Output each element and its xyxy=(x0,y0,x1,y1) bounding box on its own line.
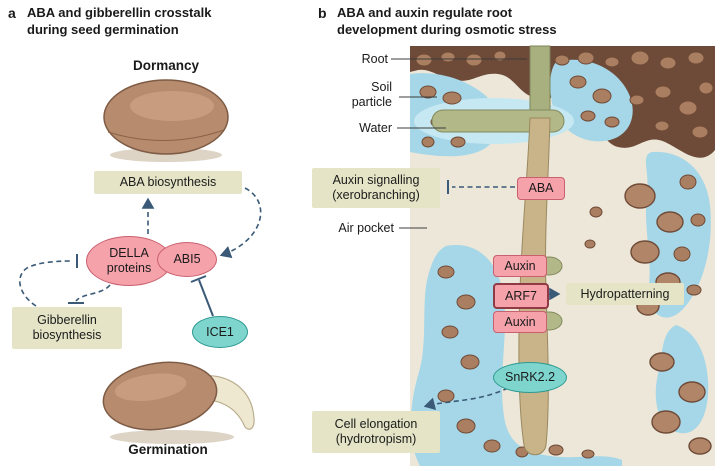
arrow-aba-to-abi5 xyxy=(219,187,262,259)
auxin-bottom-node: Auxin xyxy=(493,311,547,333)
germinating-seed xyxy=(102,361,255,444)
root-label: Root xyxy=(361,52,388,66)
aba-node: ABA xyxy=(517,177,565,200)
soil-particles xyxy=(415,50,714,459)
auxin-signalling-box: Auxin signalling (xerobranching) xyxy=(312,168,440,208)
air-pocket-label: Air pocket xyxy=(338,221,394,235)
gibberellin-biosynthesis-box: Gibberellin biosynthesis xyxy=(12,307,122,349)
dormancy-label: Dormancy xyxy=(132,58,200,73)
aba-biosynthesis-box: ABA biosynthesis xyxy=(94,171,242,194)
panel-b-arrows xyxy=(423,180,561,411)
pointer-lines xyxy=(391,58,527,229)
hydropatterning-box: Hydropatterning xyxy=(566,283,684,305)
inhibit-della-to-ga xyxy=(75,284,111,302)
inhibit-ga-to-della xyxy=(19,260,73,307)
large-soil-particles xyxy=(624,183,712,455)
panel-a-arrows xyxy=(19,187,262,317)
inhibit-ice1-to-abi5 xyxy=(198,279,214,317)
soil-particle-label: Soil particle xyxy=(351,80,392,109)
ice1-node: ICE1 xyxy=(192,316,248,348)
cell-elongation-box: Cell elongation (hydrotropism) xyxy=(312,411,440,453)
abi5-node: ABI5 xyxy=(157,242,217,277)
arf7-node: ARF7 xyxy=(493,283,549,309)
arrow-snrk-to-cell-elongation xyxy=(423,387,509,411)
dormant-seed xyxy=(103,79,229,162)
panel-b-title: ABA and auxin regulate root development … xyxy=(337,5,557,37)
panel-b-letter: b xyxy=(318,5,327,21)
water-label: Water xyxy=(359,121,392,135)
auxin-top-node: Auxin xyxy=(493,255,547,277)
germination-label: Germination xyxy=(128,442,208,457)
panel-a-title: ABA and gibberellin crosstalk during see… xyxy=(27,5,212,37)
panel-a-letter: a xyxy=(8,5,16,21)
snrk22-node: SnRK2.2 xyxy=(493,362,567,393)
